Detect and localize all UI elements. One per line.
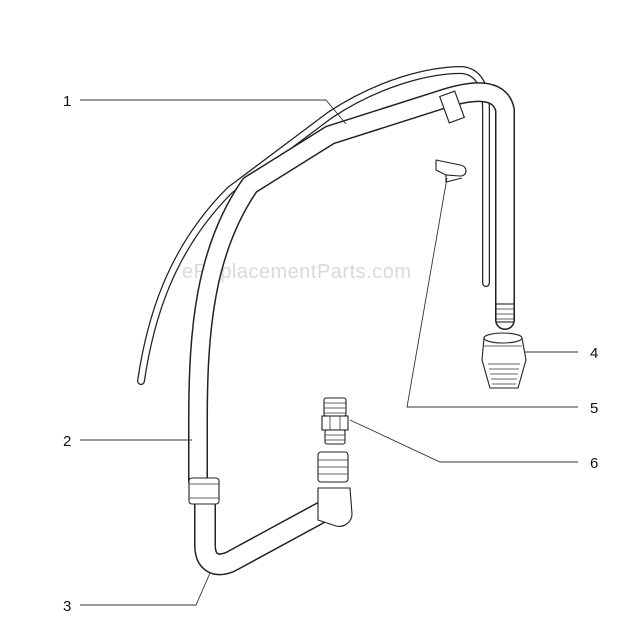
leader-lines bbox=[80, 99, 578, 606]
leader-3 bbox=[80, 572, 211, 606]
callout-2: 2 bbox=[63, 433, 71, 450]
leader-1 bbox=[80, 99, 347, 125]
callout-6: 6 bbox=[590, 455, 598, 472]
tube-threaded-end bbox=[495, 303, 515, 323]
fitting-hex bbox=[321, 415, 349, 431]
callout-4: 4 bbox=[590, 345, 598, 362]
inlet-strainer bbox=[481, 332, 527, 389]
callout-5: 5 bbox=[590, 400, 598, 417]
fitting-lower-thread bbox=[324, 429, 346, 445]
clip bbox=[435, 159, 467, 183]
coupling-sleeve bbox=[188, 477, 220, 505]
return-tube bbox=[137, 66, 490, 385]
callout-3: 3 bbox=[63, 598, 71, 615]
leader-6 bbox=[349, 419, 578, 463]
tube-collar-top bbox=[438, 90, 466, 124]
strainer-body bbox=[481, 337, 527, 389]
fitting bbox=[321, 397, 349, 445]
suction-tube bbox=[188, 82, 515, 490]
elbow-body bbox=[317, 487, 353, 527]
suction-tube-elbow bbox=[188, 451, 353, 576]
watermark-text: eReplacementParts.com bbox=[182, 261, 411, 283]
leader-5 bbox=[406, 177, 578, 408]
callout-1: 1 bbox=[63, 93, 71, 110]
